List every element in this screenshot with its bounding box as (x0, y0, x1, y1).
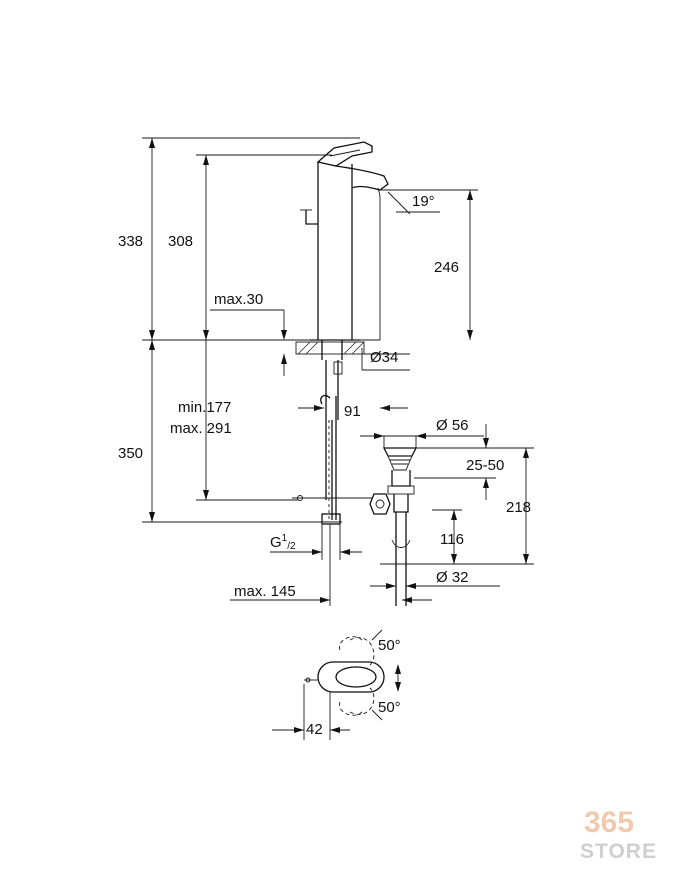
dim-338: 338 (118, 233, 143, 250)
dim-lever-width: 42 (306, 721, 323, 738)
dim-25-50: 25-50 (466, 457, 504, 474)
dim-218: 218 (506, 499, 531, 516)
store-watermark: 365 STORE (580, 806, 657, 863)
dim-308: 308 (168, 233, 193, 250)
dim-246: 246 (434, 259, 459, 276)
waste-assembly (369, 447, 418, 606)
dim-350: 350 (118, 445, 143, 462)
dim-connection: G1/2 (270, 533, 296, 552)
deck-mounting (292, 340, 372, 525)
dim-min-177: min.177 (178, 399, 231, 416)
watermark-word: STORE (580, 840, 657, 863)
dim-max-145: max. 145 (234, 583, 296, 600)
dim-116: 116 (440, 531, 464, 548)
faucet-body (300, 141, 389, 341)
watermark-number: 365 (584, 806, 634, 839)
dim-lever-angle-bottom: 50° (378, 699, 401, 716)
dim-hole-34: Ø34 (370, 349, 398, 366)
dim-91: 91 (344, 403, 361, 420)
dim-max-30: max.30 (214, 291, 263, 308)
dimension-lines (142, 137, 534, 740)
dim-max-291: max. 291 (170, 420, 232, 437)
top-view (304, 636, 385, 716)
dim-angle-19: 19° (412, 193, 435, 210)
dim-tail-32: Ø 32 (436, 569, 469, 586)
dim-lever-angle-top: 50° (378, 637, 401, 654)
dim-waste-56: Ø 56 (436, 417, 469, 434)
